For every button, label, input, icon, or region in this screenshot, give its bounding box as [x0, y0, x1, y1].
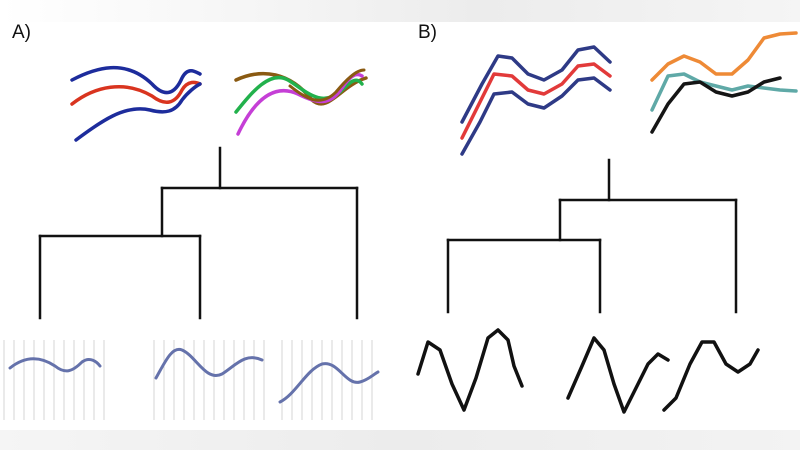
panel-a-curve-brown-2: [288, 68, 366, 102]
bottom-border: [0, 430, 800, 450]
panel-b-line-middle: [460, 62, 612, 140]
panel-b-line-teal: [650, 72, 798, 112]
panel-a-label: A): [12, 22, 31, 43]
panel-a-curve-middle: [70, 80, 202, 106]
panel-b-line-orange: [650, 31, 798, 82]
panel-b-top-right-lines: [650, 31, 798, 134]
panel-b-leaf-lines: [416, 328, 760, 414]
panel-b: [416, 31, 798, 414]
panel-a-curve-lower: [74, 82, 202, 142]
panel-a-leaf-curve-3: [278, 362, 380, 404]
panel-a-leaf-curve-2: [154, 347, 264, 380]
panel-a-curve-green: [234, 75, 364, 114]
panel-b-leaf-line-3: [662, 340, 760, 412]
top-border: [0, 0, 800, 22]
panel-b-line-lower: [460, 76, 612, 156]
panel-b-dendrogram: [446, 158, 738, 314]
panel-a-curve-upper: [70, 66, 202, 95]
panel-b-top-left-lines: [460, 45, 612, 156]
panel-b-leaf-line-1: [416, 328, 524, 412]
panel-b-leaf-line-2: [566, 336, 670, 414]
panel-a: [3, 66, 380, 420]
panel-a-leaf-curve-1: [8, 357, 102, 373]
panel-b-line-upper: [460, 45, 612, 124]
panel-a-leaf-curves: [8, 347, 380, 404]
panel-a-dendrogram: [38, 146, 359, 320]
panel-b-line-black: [650, 76, 782, 134]
panel-a-top-left-curves: [70, 66, 202, 142]
panel-b-label: B): [418, 22, 437, 43]
panel-a-leaf-grids: [3, 340, 373, 420]
panel-a-top-right-curves: [234, 68, 368, 136]
